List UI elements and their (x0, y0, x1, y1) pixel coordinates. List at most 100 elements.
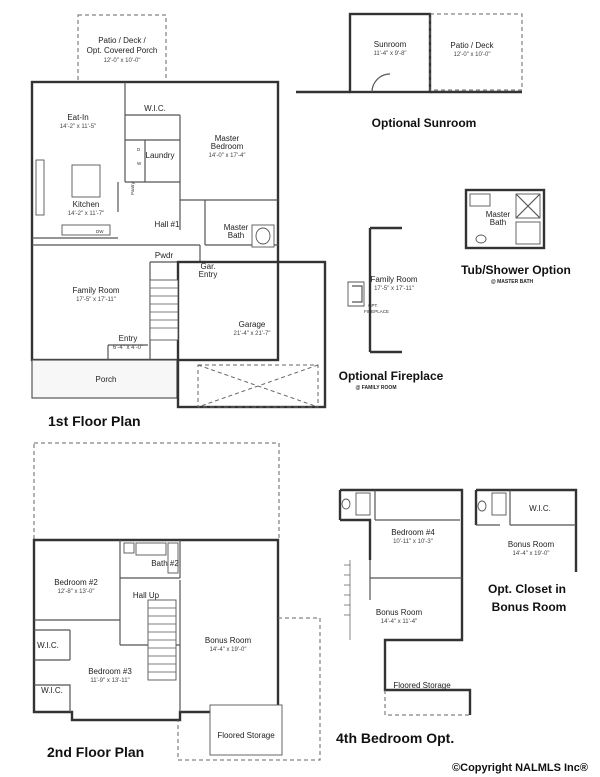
fireplace-firebox (352, 285, 363, 303)
wic-label: W.I.C. (144, 104, 166, 113)
eat-in-label: Eat-In (67, 113, 88, 122)
master-bedroom-label: Master (215, 134, 240, 143)
second-floor-plan: Bedroom #2 12'-8" x 13'-0" Bath #2 Hall … (32, 442, 321, 761)
sunroom-door-swing (371, 73, 391, 93)
tub-option-room-label: Master (486, 210, 511, 219)
kitchen-counter (35, 159, 45, 216)
entry-label: Entry (119, 334, 138, 343)
dishwasher-label: DW (96, 229, 104, 234)
fireplace-room-label: Family Room (370, 275, 417, 284)
bonus-room-dimensions: 14'-4" x 19'-0" (210, 647, 247, 653)
family-room-label: Family Room (72, 286, 119, 295)
garage-label: Garage (239, 320, 266, 329)
floored-storage-box (209, 704, 283, 756)
bedroom2-dimensions: 12'-8" x 13'-0" (58, 589, 95, 595)
bedroom4-bonus-dimensions: 14'-4" x 11'-4" (381, 619, 417, 625)
bonus-room-label: Bonus Room (205, 636, 252, 645)
closet-option-tub (491, 492, 507, 516)
copyright-notice: ©Copyright NALMLS Inc® (452, 762, 588, 774)
patio-dimensions: 12'-0" x 10'-0" (104, 58, 141, 64)
garage-entry-label-2: Entry (199, 270, 218, 279)
closet-option-title-2: Bonus Room (492, 600, 567, 614)
tub-option-outline (464, 188, 546, 250)
bath2-label: Bath #2 (151, 559, 179, 568)
closet-option-toilet (477, 500, 487, 512)
closet-option-bonus-dimensions: 14'-4" x 19'-0" (513, 551, 550, 557)
master-tub-basin (255, 227, 271, 245)
bedroom4-option-toilet (341, 498, 351, 510)
sunroom-dimensions: 11'-4" x 9'-8" (373, 51, 406, 57)
tub-option-tub (515, 221, 541, 245)
optional-sunroom: Sunroom 11'-4" x 9'-8" Patio / Deck 12'-… (296, 12, 523, 130)
sunroom-patio-outline (429, 13, 523, 91)
laundry-label: Laundry (146, 151, 175, 160)
tub-option-vanity (469, 193, 491, 207)
master-bath-label-2: Bath (228, 231, 244, 240)
dryer-label: D (137, 147, 141, 152)
optional-fireplace-subtitle: @ FAMILY ROOM (356, 385, 397, 391)
fireplace-box (347, 281, 365, 307)
closet-option: W.I.C. Bonus Room 14'-4" x 19'-0" Opt. C… (474, 488, 578, 614)
closet-option-outline (474, 488, 578, 572)
bedroom4-option-stairs (344, 560, 351, 640)
washer-label: W (137, 161, 142, 166)
entry-dimensions: 6'-4" x 4'-0" (113, 345, 143, 351)
kitchen-sink-counter (61, 224, 111, 236)
kitchen-island (71, 164, 101, 198)
bedroom4-interior-walls (369, 490, 462, 600)
interior-walls (32, 82, 200, 246)
master-bath-label: Master (224, 223, 249, 232)
bedroom2-label: Bedroom #2 (54, 578, 98, 587)
bath2-vanity (135, 542, 167, 556)
kitchen-label: Kitchen (73, 200, 100, 209)
second-floor-outline (32, 538, 280, 722)
bedroom4-storage-outline (384, 690, 470, 716)
master-bedroom-dimensions: 14'-0" x 17'-4" (209, 153, 246, 159)
master-bedroom-label-2: Bedroom (211, 142, 244, 151)
optional-fireplace: Family Room 17'-5" x 17'-11" OPT. FIREPL… (339, 226, 444, 391)
hall-up-label: Hall Up (133, 591, 160, 600)
bedroom4-option-outline (338, 488, 472, 715)
bath2-toilet (123, 542, 135, 554)
sunroom-patio-label: Patio / Deck (450, 41, 494, 50)
bedroom3-label: Bedroom #3 (88, 667, 132, 676)
fourth-bedroom-option: Bedroom #4 10'-11" x 10'-3" Bonus Room 1… (336, 488, 472, 746)
fireplace-label: OPT. (368, 303, 378, 308)
closet-option-title: Opt. Closet in (488, 582, 566, 596)
garage-door (197, 364, 319, 408)
closet-option-interior-walls (476, 490, 576, 526)
sunroom-patio-dimensions: 12'-0" x 10'-0" (454, 52, 491, 58)
wic-upper-label: W.I.C. (37, 641, 59, 650)
family-room-dimensions: 17'-5" x 17'-11" (76, 297, 116, 303)
open-to-below-outline (33, 442, 280, 541)
porch-label: Porch (96, 375, 117, 384)
garage-door-cross (197, 364, 319, 408)
bath2-tub (167, 542, 179, 574)
bedroom4-option-title: 4th Bedroom Opt. (336, 730, 454, 746)
entry-walls (107, 344, 148, 360)
garage-entry-label: Gar. (200, 262, 215, 271)
fireplace-label-2: FIREPLACE (364, 309, 389, 314)
floored-storage-label: Floored Storage (217, 731, 275, 740)
powder-room-label: Pwdr (155, 251, 174, 260)
second-floor-stairs (147, 599, 177, 681)
sunroom-label: Sunroom (374, 40, 407, 49)
optional-fireplace-title: Optional Fireplace (339, 369, 444, 383)
bedroom4-option-tub (355, 492, 371, 516)
closet-option-bonus-label: Bonus Room (508, 540, 555, 549)
storage-outline (177, 617, 321, 761)
bedroom4-dimensions: 10'-11" x 10'-3" (393, 539, 433, 545)
closet-option-wic-label: W.I.C. (529, 504, 551, 513)
fireplace-room-dimensions: 17'-5" x 17'-11" (374, 286, 414, 292)
bedroom4-storage-label: Floored Storage (393, 681, 451, 690)
tub-shower-option: Master Bath Tub/Shower Option @ MASTER B… (461, 188, 571, 285)
tub-option-room-label-2: Bath (490, 218, 506, 227)
first-floor-stairs (149, 279, 179, 341)
hall-label: Hall #1 (155, 220, 180, 229)
eat-in-dimensions: 14'-2" x 11'-5" (60, 124, 96, 130)
fireplace-room-walls (368, 226, 402, 354)
patio-label: Patio / Deck / (98, 36, 146, 45)
interior-walls-2 (149, 199, 278, 360)
kitchen-dimensions: 14'-2" x 11'-7" (68, 211, 104, 217)
